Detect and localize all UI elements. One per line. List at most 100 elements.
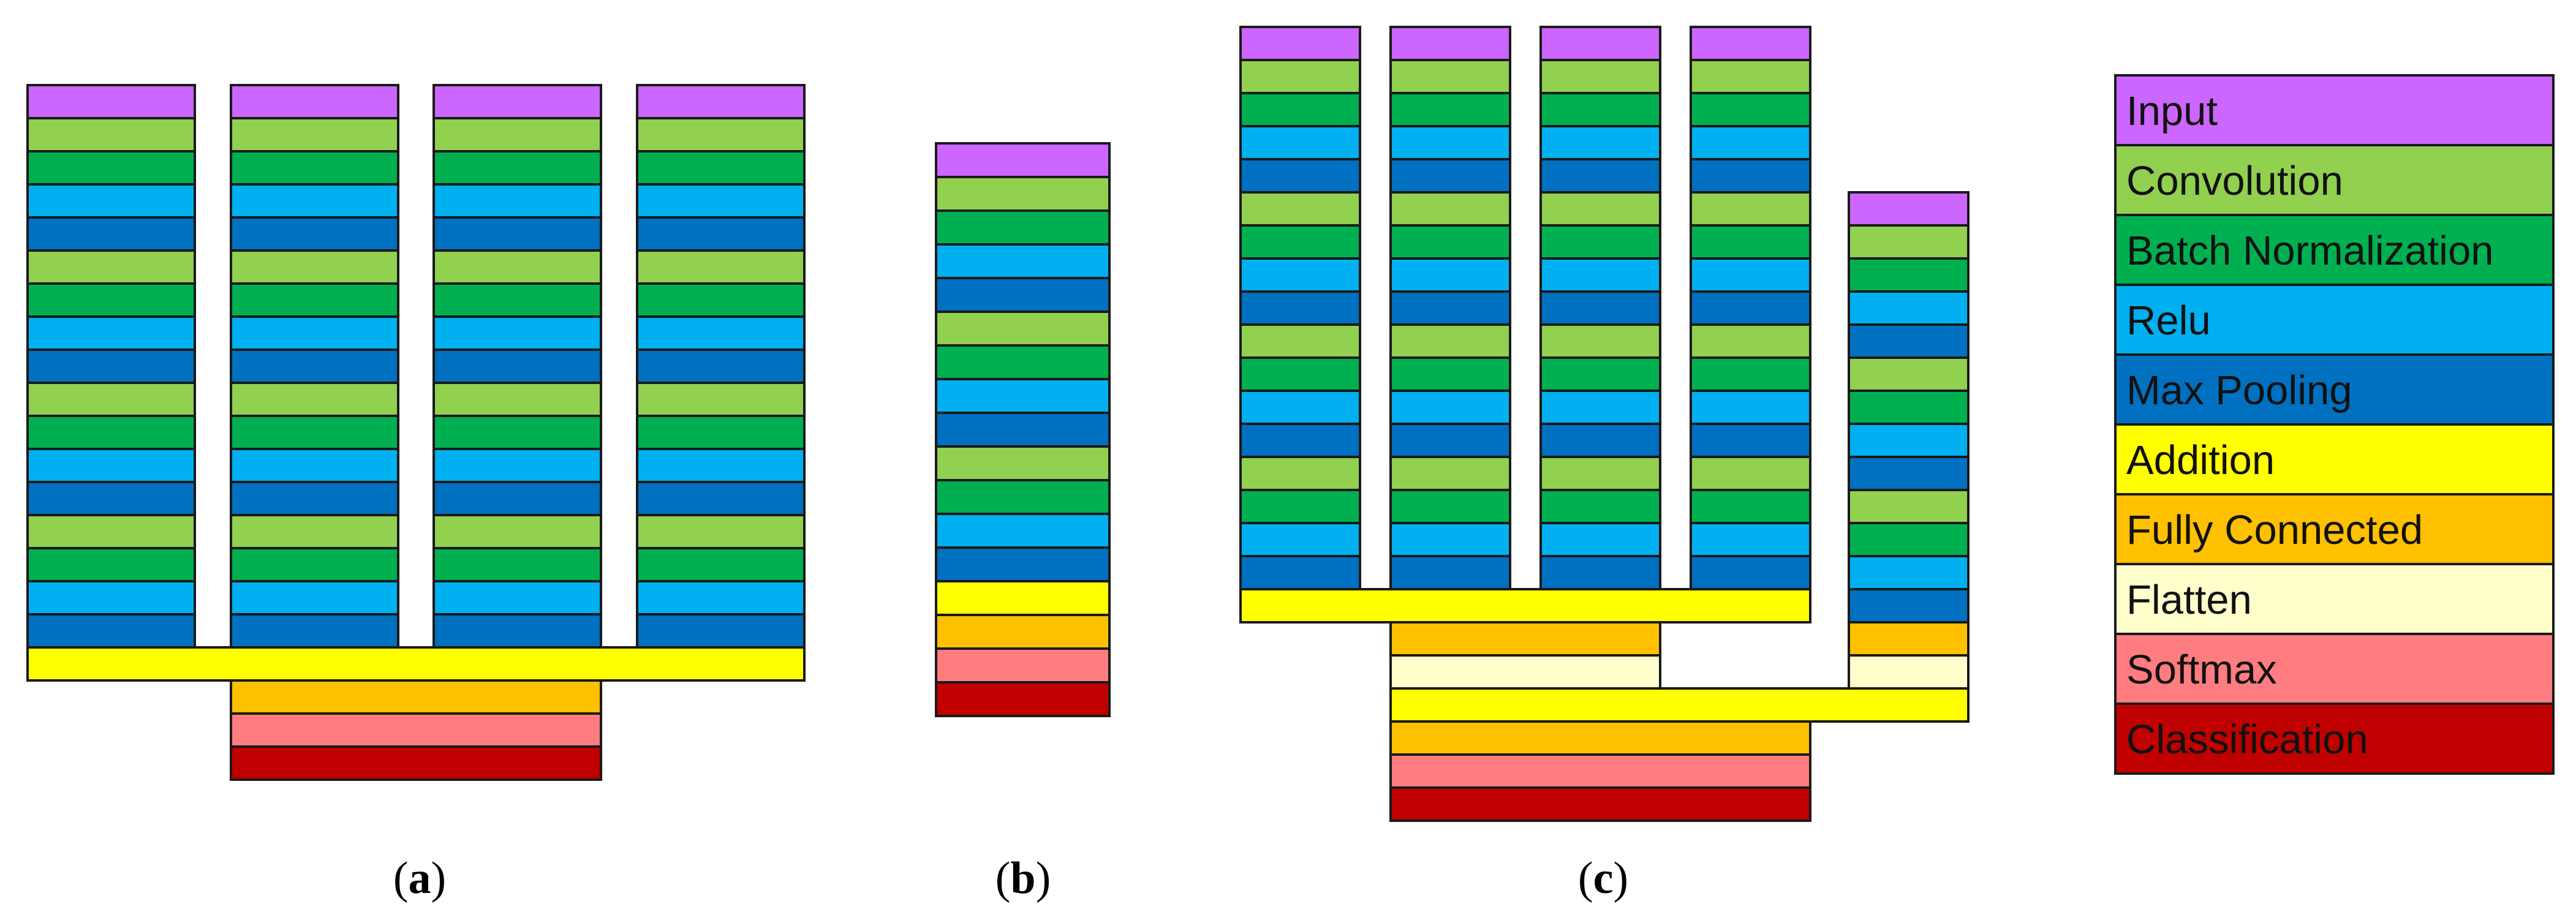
panel-a-branch-3-layer-10-conv bbox=[432, 382, 602, 417]
panel-c-branch-3-layer-11-bn bbox=[1539, 356, 1661, 392]
panel-c-branch-2-layer-16-relu bbox=[1389, 522, 1511, 557]
panel-c-branch-1-layer-17-pool bbox=[1239, 555, 1361, 590]
panel-a-branch-4-layer-9-pool bbox=[636, 348, 806, 384]
panel-c-branch-1-layer-2-conv bbox=[1239, 59, 1361, 94]
panel-c-side-branch-layer-14-fc bbox=[1848, 621, 1970, 657]
panel-c-branch-4-layer-16-relu bbox=[1690, 522, 1811, 557]
panel-b-layer-12-relu bbox=[935, 513, 1111, 549]
panel-c-branch-2-layer-10-conv bbox=[1389, 323, 1511, 359]
panel-c-branch-1-layer-16-relu bbox=[1239, 522, 1361, 557]
panel-c-head-layer-3-class bbox=[1389, 786, 1811, 822]
panel-a-branch-1-layer-12-relu bbox=[26, 448, 196, 483]
panel-c-branch-2-layer-1-input bbox=[1389, 26, 1511, 61]
panel-c-branch-2-layer-15-bn bbox=[1389, 489, 1511, 524]
panel-c-branch-1-layer-13-pool bbox=[1239, 423, 1361, 458]
panel-c-branch-3-layer-8-relu bbox=[1539, 257, 1661, 293]
panel-a-branch-4-layer-7-bn bbox=[636, 282, 806, 318]
panel-c-side-branch-layer-13-pool bbox=[1848, 588, 1970, 623]
panel-c-branch-4-layer-10-conv bbox=[1690, 323, 1811, 359]
panel-c-branch-2-layer-8-relu bbox=[1389, 257, 1511, 293]
panel-c-branch-3-layer-17-pool bbox=[1539, 555, 1661, 590]
panel-a-branch-2-layer-6-conv bbox=[230, 249, 399, 285]
panel-c-branch-3-layer-9-pool bbox=[1539, 290, 1661, 326]
panel-c-branch-4-layer-1-input bbox=[1690, 26, 1811, 61]
panel-c-side-branch-layer-11-bn bbox=[1848, 522, 1970, 557]
panel-a bbox=[26, 84, 806, 781]
panel-a-branch-4-layer-1-input bbox=[636, 84, 806, 119]
panel-a-branch-3-layer-7-bn bbox=[432, 282, 602, 318]
panel-a-branch-4-layer-4-relu bbox=[636, 183, 806, 219]
legend-label-relu: Relu bbox=[2126, 298, 2211, 344]
panel-a-branch-4-layer-15-bn bbox=[636, 547, 806, 582]
panel-a-branch-2-layer-3-bn bbox=[230, 150, 399, 186]
panel-c-branch-4-layer-4-relu bbox=[1690, 125, 1811, 160]
legend-label-flat: Flatten bbox=[2126, 577, 2252, 623]
panel-a-branch-1-layer-3-bn bbox=[26, 150, 196, 186]
legend-label-fc: Fully Connected bbox=[2126, 507, 2423, 553]
legend-swatch-relu bbox=[2114, 284, 2555, 356]
panel-c-branch-4-layer-2-conv bbox=[1690, 59, 1811, 94]
panel-c-branch-4-layer-17-pool bbox=[1690, 555, 1811, 590]
panel-a-branch-1-layer-9-pool bbox=[26, 348, 196, 384]
panel-a-branch-1-layer-14-conv bbox=[26, 514, 196, 549]
panel-a-branch-2-layer-1-input bbox=[230, 84, 399, 119]
panel-c-side-branch-layer-10-conv bbox=[1848, 489, 1970, 524]
legend-label-pool: Max Pooling bbox=[2126, 367, 2352, 413]
panel-c-branch-1-layer-6-conv bbox=[1239, 191, 1361, 227]
panel-c-branch-3-layer-12-relu bbox=[1539, 390, 1661, 425]
legend-label-softmax: Softmax bbox=[2126, 647, 2277, 693]
panel-b-layer-4-relu bbox=[935, 243, 1111, 279]
legend-label-bn: Batch Normalization bbox=[2126, 228, 2494, 274]
panel-b-layer-8-relu bbox=[935, 378, 1111, 414]
caption-b: (b) bbox=[995, 853, 1051, 903]
panel-c-branch-1-layer-1-input bbox=[1239, 26, 1361, 61]
panel-c-side-branch-layer-15-flat bbox=[1848, 654, 1970, 690]
panel-c-branch-3-layer-3-bn bbox=[1539, 92, 1661, 127]
panel-c-branch-3-layer-4-relu bbox=[1539, 125, 1661, 160]
panel-c-side-branch-layer-6-conv bbox=[1848, 356, 1970, 392]
panel-a-branch-4-layer-2-conv bbox=[636, 117, 806, 153]
panel-c-branch-2-layer-12-relu bbox=[1389, 390, 1511, 425]
panel-c-side-branch-layer-2-conv bbox=[1848, 224, 1970, 260]
panel-c-side-branch-layer-7-bn bbox=[1848, 390, 1970, 425]
panel-b-layer-7-bn bbox=[935, 344, 1111, 380]
panel-c-branch-3-layer-16-relu bbox=[1539, 522, 1661, 557]
panel-a-branch-2-layer-5-pool bbox=[230, 216, 399, 252]
panel-c-branch-2-layer-14-conv bbox=[1389, 456, 1511, 491]
panel-c-head-layer-2-softmax bbox=[1389, 753, 1811, 789]
panel-c bbox=[1239, 26, 1970, 822]
panel-c-branch-2-layer-3-bn bbox=[1389, 92, 1511, 127]
panel-c-branch-4-layer-15-bn bbox=[1690, 489, 1811, 524]
panel-c-branch-3-layer-1-input bbox=[1539, 26, 1661, 61]
panel-c-head-layer-1-fc bbox=[1389, 720, 1811, 756]
panel-c-branch-1-layer-10-conv bbox=[1239, 323, 1361, 359]
panel-c-side-branch-layer-8-relu bbox=[1848, 423, 1970, 458]
panel-a-branch-1-layer-5-pool bbox=[26, 216, 196, 252]
panel-a-branch-2-layer-7-bn bbox=[230, 282, 399, 318]
panel-a-branch-1-layer-4-relu bbox=[26, 183, 196, 219]
panel-a-branch-1-layer-7-bn bbox=[26, 282, 196, 318]
panel-a-branch-4-layer-13-pool bbox=[636, 481, 806, 516]
panel-a-branch-2-layer-4-relu bbox=[230, 183, 399, 219]
panel-c-branch-2-layer-5-pool bbox=[1389, 158, 1511, 194]
legend-swatch-flat bbox=[2114, 563, 2555, 635]
panel-c-branch-1-layer-8-relu bbox=[1239, 257, 1361, 293]
panel-a-branch-3-layer-16-relu bbox=[432, 580, 602, 616]
panel-a-branch-4-layer-6-conv bbox=[636, 249, 806, 285]
panel-a-branch-3-layer-9-pool bbox=[432, 348, 602, 384]
panel-a-branch-2-layer-2-conv bbox=[230, 117, 399, 153]
panel-c-branch-4-layer-5-pool bbox=[1690, 158, 1811, 194]
panel-c-branch-3-layer-5-pool bbox=[1539, 158, 1661, 194]
panel-c-branch-3-layer-14-conv bbox=[1539, 456, 1661, 491]
caption-c: (c) bbox=[1578, 853, 1628, 903]
legend-label-conv: Convolution bbox=[2126, 158, 2343, 204]
panel-a-branch-1-layer-10-conv bbox=[26, 382, 196, 417]
panel-c-branch-1-layer-15-bn bbox=[1239, 489, 1361, 524]
legend-label-add: Addition bbox=[2126, 437, 2275, 483]
panel-a-branch-4-layer-11-bn bbox=[636, 415, 806, 450]
panel-c-branch-4-layer-8-relu bbox=[1690, 257, 1811, 293]
panel-a-branch-3-layer-13-pool bbox=[432, 481, 602, 516]
panel-b-layer-9-pool bbox=[935, 412, 1111, 448]
